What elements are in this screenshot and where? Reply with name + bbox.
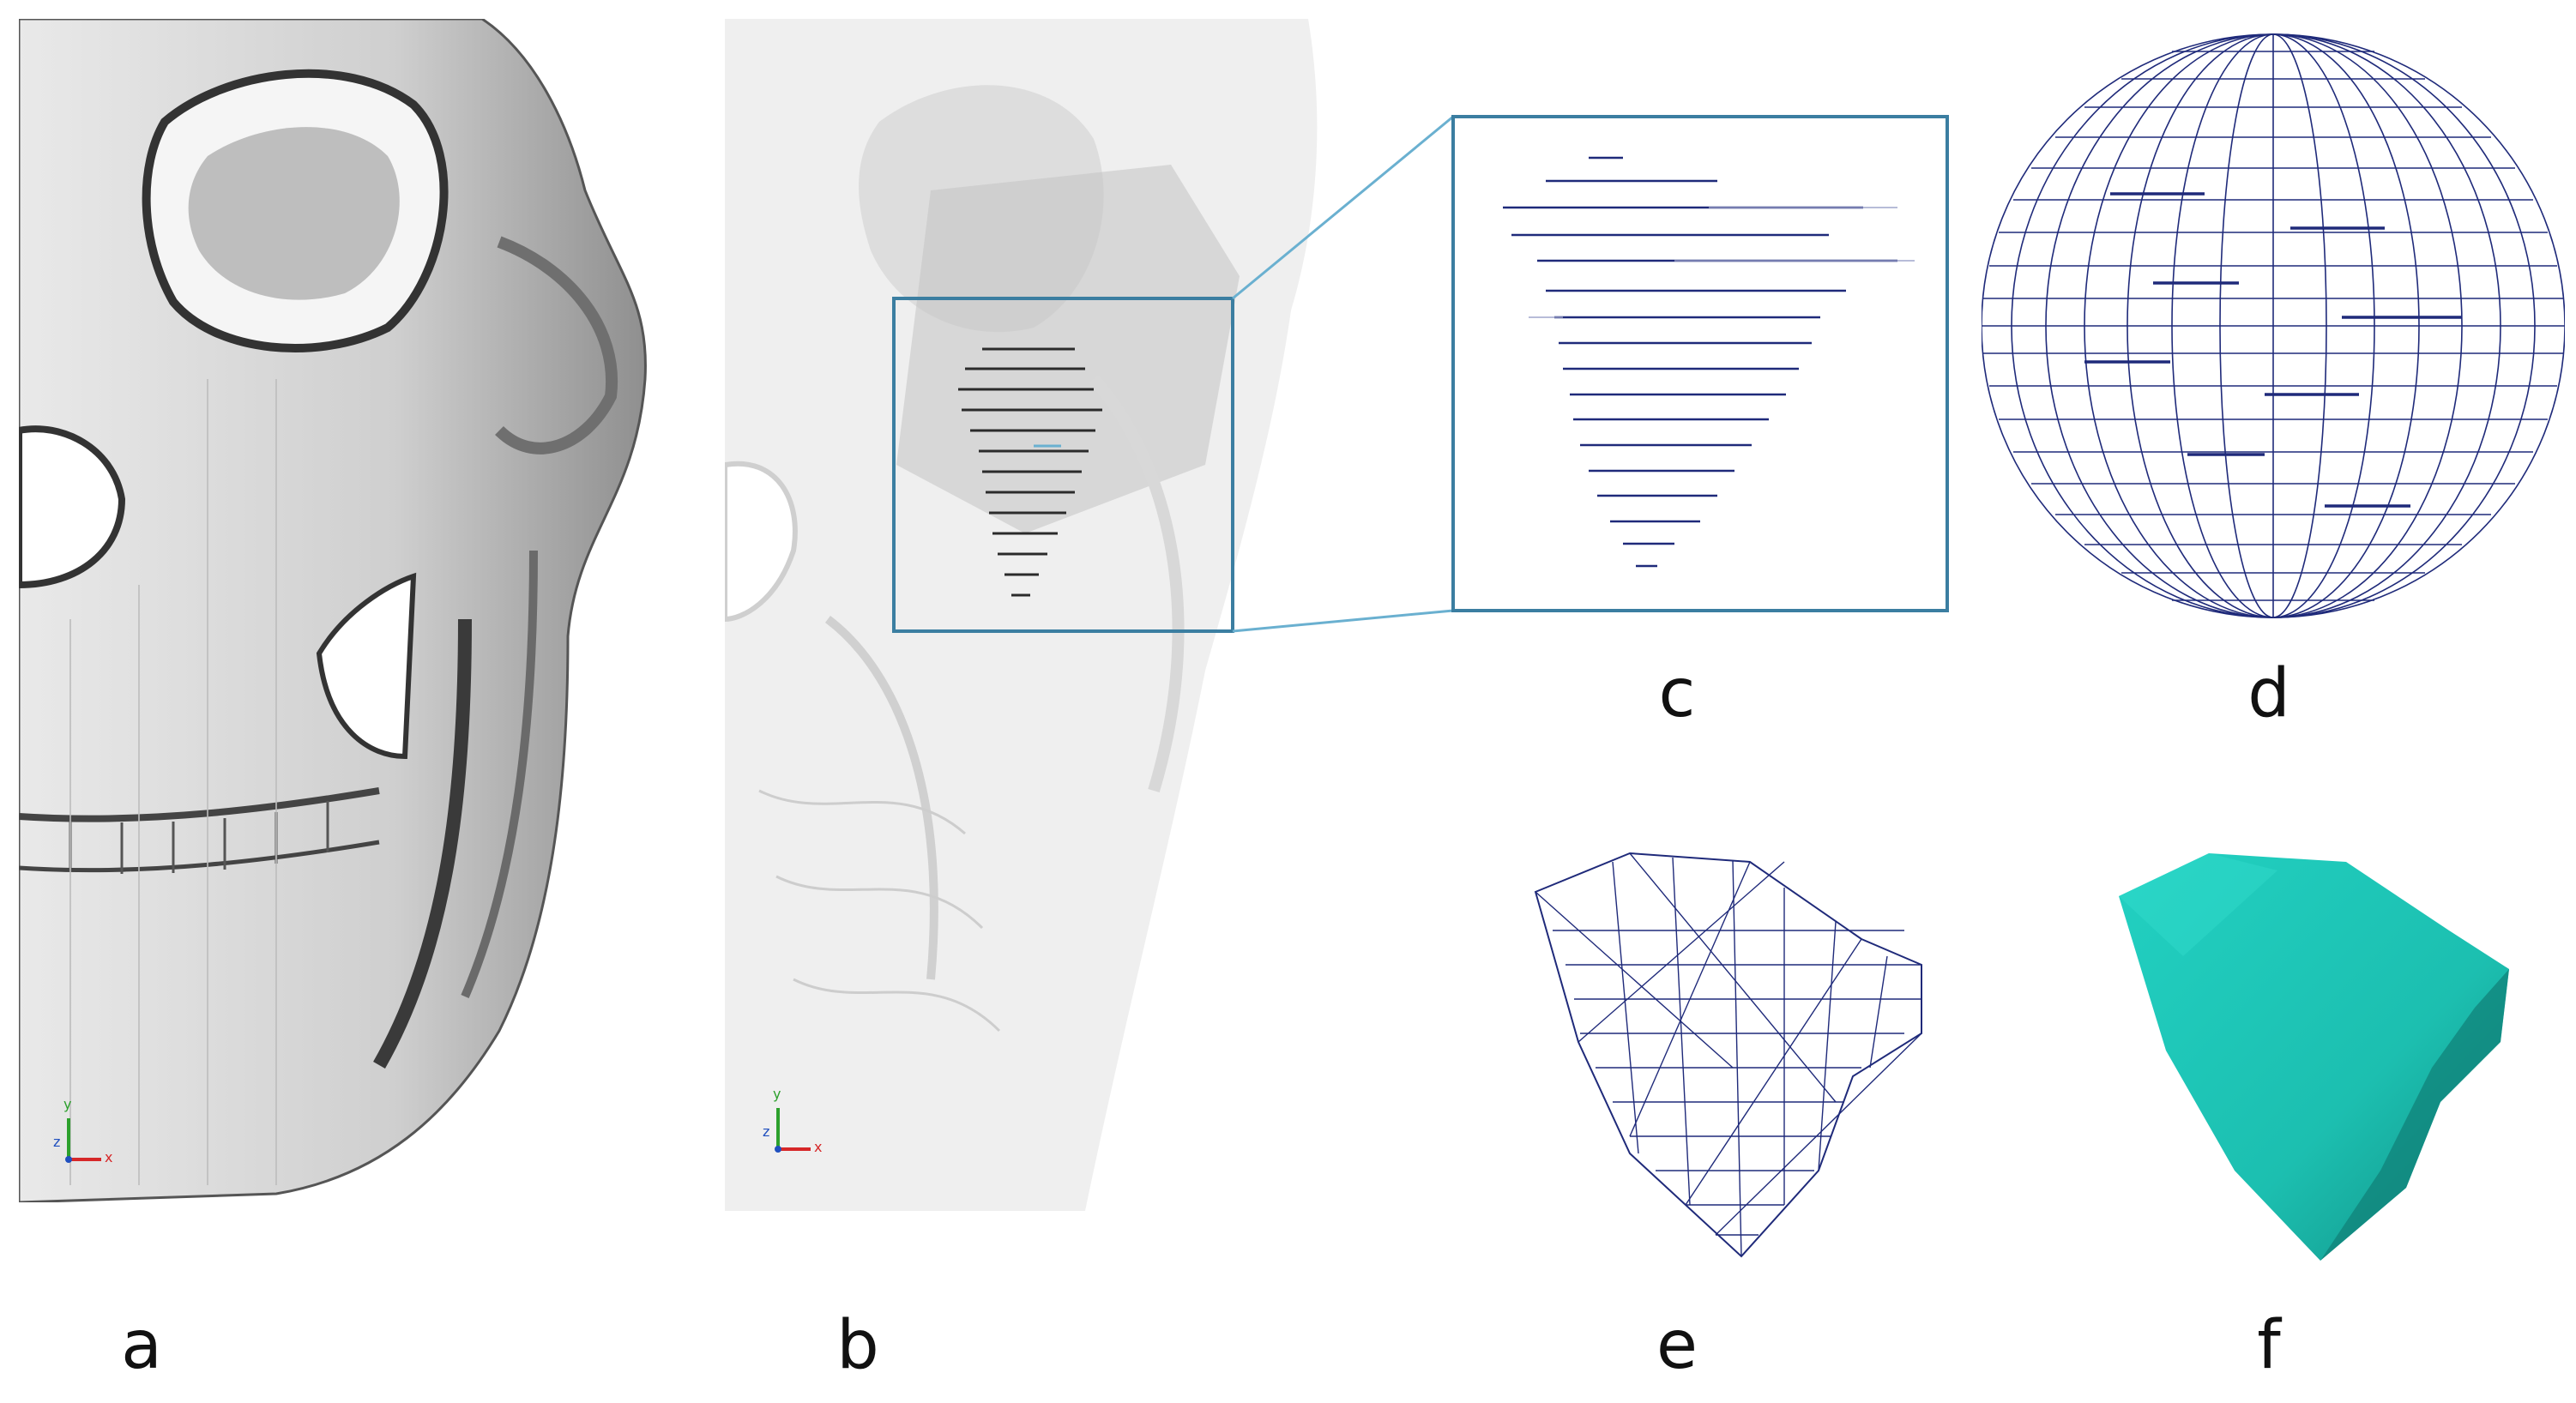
- zoomed-contour-slices: [1451, 115, 1949, 612]
- panel-label-a: a: [121, 1307, 162, 1384]
- skull-surface-render: [19, 19, 649, 1202]
- deformed-wireframe-mesh: [1534, 852, 1922, 1258]
- axis-label-y: y: [63, 1096, 72, 1112]
- axis-label-y: y: [773, 1086, 781, 1102]
- sphere-wireframe: [1982, 33, 2565, 618]
- panel-b-translucent-skull: y z x: [725, 19, 1360, 1211]
- axis-gizmo-b: [775, 1108, 811, 1153]
- shaded-solid-mesh: [2119, 853, 2509, 1261]
- panel-label-e: e: [1656, 1307, 1698, 1384]
- panel-f-shaded-solid: [2106, 845, 2518, 1274]
- panel-e-deformed-wireframe: [1527, 845, 1939, 1274]
- axis-label-x: x: [105, 1149, 113, 1165]
- panel-label-b: b: [836, 1307, 879, 1384]
- inset-frame-b: [892, 297, 1234, 633]
- translucent-skull-render: [725, 19, 1360, 1211]
- panel-label-c: c: [1658, 655, 1696, 732]
- contour-lines-small: [958, 347, 1102, 597]
- panel-label-f: f: [2257, 1307, 2281, 1384]
- axis-label-z: z: [763, 1123, 770, 1140]
- panel-d-sphere-wireframe: [1982, 26, 2565, 626]
- axis-label-z: z: [53, 1134, 61, 1150]
- axis-label-x: x: [814, 1139, 823, 1155]
- panel-c-zoomed-contours: [1451, 115, 1949, 612]
- panel-a-skull-surface: y z x: [19, 19, 649, 1202]
- panel-label-d: d: [2247, 655, 2290, 732]
- axis-gizmo-a: [65, 1118, 101, 1163]
